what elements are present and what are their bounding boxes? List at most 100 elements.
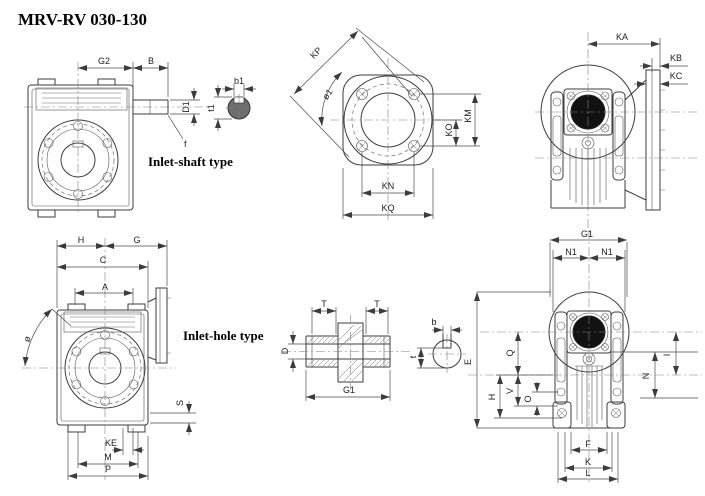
dim-t-key: t: [408, 347, 447, 369]
dim-label-kb: KB: [670, 53, 682, 63]
dim-o: O: [523, 382, 558, 416]
dim-label-q: Q: [505, 349, 515, 356]
hatching: [307, 324, 390, 382]
page-title: MRV-RV 030-130: [18, 10, 147, 29]
dim-label-kq: KQ: [381, 203, 394, 213]
dim-h: H: [56, 235, 105, 308]
dim-label-b: B: [148, 56, 154, 66]
dim-n1: N1 N1: [552, 247, 626, 312]
dim-label-d1: D1: [181, 101, 191, 113]
dim-h-rear: H: [487, 374, 562, 419]
rear-housing: [468, 230, 702, 484]
key-section-detail: b1 t1: [206, 76, 256, 131]
dim-label-v: V: [505, 388, 515, 394]
input-shaft: [133, 99, 169, 115]
dim-label-s: S: [175, 400, 185, 406]
view-mounting-flange: KP ø1 KO KM KN KQ: [289, 27, 481, 220]
dim-i: I: [662, 332, 679, 375]
dim-label-t-key: t: [408, 355, 418, 358]
dim-label-kc: KC: [670, 71, 683, 81]
dim-k: K: [564, 432, 613, 472]
dim-label-t-left: T: [321, 299, 327, 309]
dim-label-m: M: [104, 452, 112, 462]
dim-label-o: O: [523, 395, 533, 402]
dim-kn: KN: [361, 152, 415, 197]
flange-body: [330, 58, 462, 220]
dim-label-phi1: ø1: [320, 87, 334, 101]
dim-label-g2: G2: [98, 56, 110, 66]
dim-l: L: [557, 432, 619, 483]
dim-t-right: T: [365, 299, 389, 334]
dim-label-a: A: [102, 282, 108, 292]
dim-label-ko: KO: [444, 123, 454, 136]
dim-f-bottom: F: [570, 432, 608, 454]
dim-label-phi: ø: [22, 334, 33, 343]
dim-ka: KA: [588, 32, 661, 68]
dim-g2: G2: [78, 56, 134, 97]
caption-inlet-hole-type: Inlet-hole type: [183, 328, 264, 343]
dim-label-ke: KE: [105, 438, 117, 448]
dim-label-d: D: [280, 347, 290, 354]
dim-label-n1-right: N1: [601, 247, 613, 257]
view-key-detail: b t: [408, 317, 466, 373]
side-housing: [535, 32, 700, 232]
dim-label-p: P: [105, 464, 111, 474]
dim-label-n1-left: N1: [565, 247, 577, 257]
dim-d-bore: D: [280, 331, 306, 372]
dim-label-b-key: b: [431, 317, 436, 327]
dim-label-h-rear: H: [487, 394, 497, 401]
dim-label-i: I: [662, 354, 672, 357]
view-sleeve-section: T T D G1: [280, 299, 412, 401]
dim-label-ka: KA: [616, 32, 628, 42]
dim-n: N: [612, 351, 698, 399]
dim-label-f: f: [184, 139, 187, 149]
dim-e: E: [463, 291, 557, 429]
dim-ko: KO: [420, 119, 480, 147]
dim-t-left: T: [311, 299, 337, 334]
dim-a: A: [74, 282, 134, 305]
dim-label-f: F: [585, 439, 591, 449]
dim-label-h: H: [78, 235, 85, 245]
dim-label-n: N: [641, 373, 651, 380]
dim-km: KM: [420, 93, 481, 146]
dim-g: G: [105, 235, 168, 286]
sleeve-body: [282, 315, 412, 390]
view-side-fins: KA KB KC: [535, 32, 700, 232]
dim-label-k: K: [585, 457, 591, 467]
dim-kc: KC: [634, 71, 688, 90]
dim-ke: KE: [105, 428, 144, 455]
dim-g1-rear: G1: [549, 229, 628, 297]
dim-label-g1-rear: G1: [581, 229, 593, 239]
dim-label-kp: KP: [308, 45, 324, 61]
view-inlet-shaft: G2 B D1 f b1: [24, 56, 256, 218]
dim-c: C: [57, 255, 149, 308]
dim-label-l: L: [585, 468, 590, 478]
gearbox-housing-front: [24, 62, 210, 218]
gearbox-housing-front-2: [22, 238, 176, 480]
dim-g1-sleeve: G1: [305, 370, 391, 401]
dim-phi-angle: ø: [22, 308, 72, 367]
dim-label-kn: KN: [382, 181, 395, 191]
dim-kq: KQ: [342, 168, 434, 219]
dim-label-t-right: T: [374, 299, 380, 309]
dim-d1: D1: [170, 88, 200, 126]
dim-label-km: KM: [463, 109, 473, 123]
dim-label-c: C: [100, 255, 107, 265]
dim-p: P: [67, 432, 149, 480]
dim-phi1: ø1: [318, 36, 413, 127]
dim-b-key: b: [431, 317, 462, 334]
dim-s: S: [150, 400, 196, 435]
dim-q: Q: [505, 332, 521, 375]
view-rear: G1 N1 N1 E Q H V: [463, 229, 702, 484]
dim-label-e: E: [463, 359, 473, 365]
dim-label-t1: t1: [206, 104, 216, 112]
dim-label-g1-sleeve: G1: [343, 385, 355, 395]
view-inlet-hole: H G C A ø S: [22, 235, 264, 480]
dim-m: M: [77, 432, 139, 468]
dim-f: f: [167, 114, 187, 149]
dim-kb: KB: [640, 53, 688, 72]
caption-inlet-shaft-type: Inlet-shaft type: [148, 154, 233, 169]
dim-b: B: [133, 56, 169, 97]
dim-label-b1: b1: [234, 76, 244, 86]
